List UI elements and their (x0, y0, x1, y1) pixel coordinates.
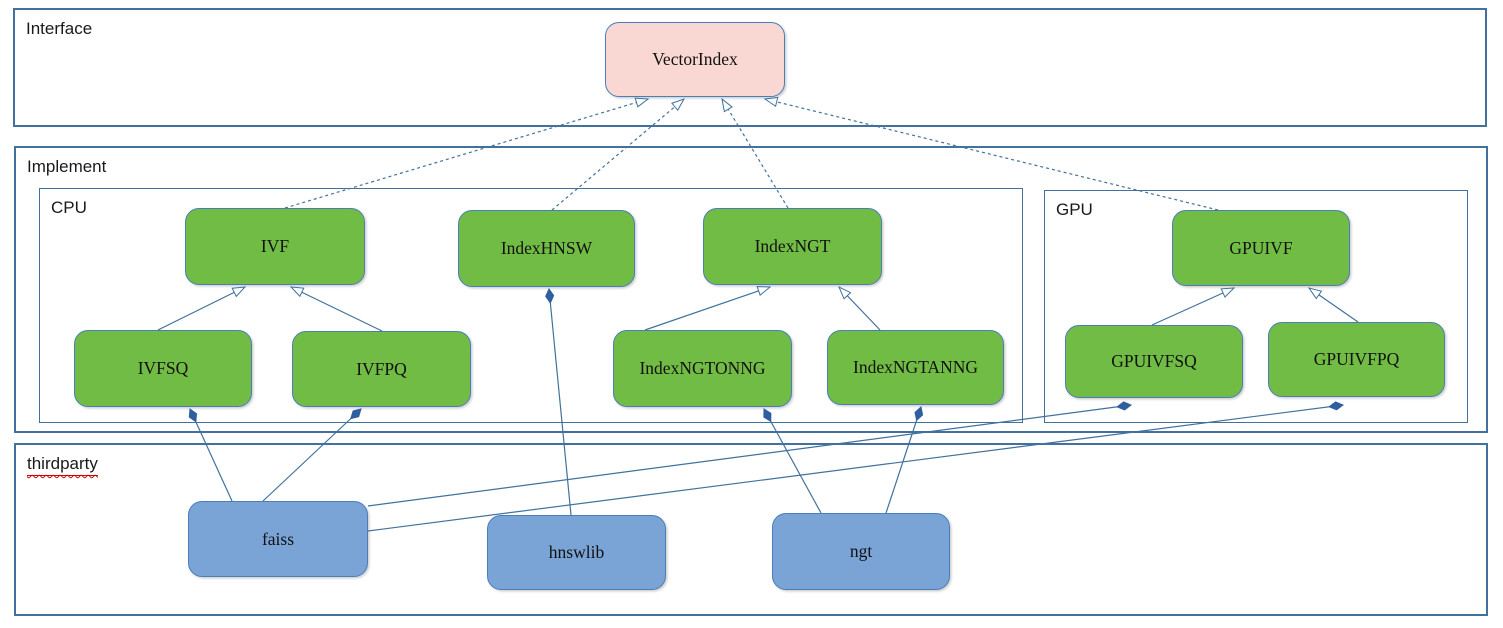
package-cpu-label: CPU (51, 198, 87, 217)
library-label-hnswlib: hnswlib (548, 542, 605, 562)
class-label-indexngtonng: IndexNGTONNG (639, 358, 766, 378)
class-label-indexngtanng: IndexNGTANNG (853, 357, 978, 377)
class-label-indexngt: IndexNGT (754, 236, 831, 256)
package-gpu-label: GPU (1056, 200, 1093, 219)
class-label-indexhnsw: IndexHNSW (500, 238, 593, 258)
class-box-indexhnsw: IndexHNSW (458, 210, 635, 287)
class-box-indexngtanng: IndexNGTANNG (827, 330, 1004, 405)
class-label-vectorindex: VectorIndex (652, 49, 738, 69)
class-box-ivfpq: IVFPQ (292, 331, 471, 407)
library-box-ngt: ngt (772, 513, 950, 590)
class-label-ivf: IVF (260, 236, 290, 256)
class-label-gpuivfsq: GPUIVFSQ (1111, 351, 1197, 371)
library-label-ngt: ngt (849, 541, 873, 561)
class-box-gpuivf: GPUIVF (1172, 210, 1350, 286)
class-box-gpuivfpq: GPUIVFPQ (1268, 322, 1445, 397)
package-interface-label: Interface (26, 19, 93, 38)
library-label-faiss: faiss (261, 528, 295, 549)
library-box-hnswlib: hnswlib (487, 515, 666, 590)
class-box-vectorindex: VectorIndex (605, 22, 785, 97)
class-box-indexngt: IndexNGT (703, 208, 882, 285)
class-label-ivfpq: IVFPQ (356, 358, 407, 379)
class-box-ivf: IVF (185, 208, 365, 285)
library-box-faiss: faiss (188, 501, 368, 577)
class-box-gpuivfsq: GPUIVFSQ (1065, 325, 1243, 398)
package-thirdparty-label: thirdparty (27, 454, 98, 476)
class-label-gpuivfpq: GPUIVFPQ (1313, 349, 1400, 369)
class-box-ivfsq: IVFSQ (74, 330, 252, 407)
class-label-ivfsq: IVFSQ (137, 358, 189, 378)
class-box-indexngtonng: IndexNGTONNG (613, 330, 792, 407)
class-label-gpuivf: GPUIVF (1229, 237, 1293, 258)
package-implement-label: Implement (27, 157, 107, 176)
